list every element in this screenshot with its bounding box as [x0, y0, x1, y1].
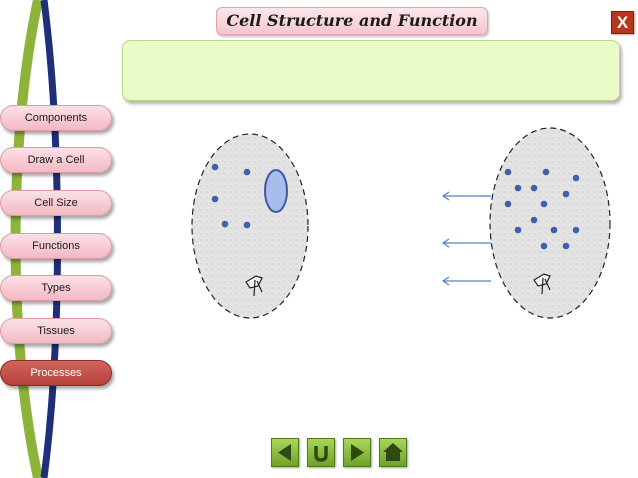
- menu-item-processes[interactable]: Processes: [0, 360, 112, 386]
- granule-dot: [243, 221, 251, 229]
- granule-dot: [221, 220, 229, 228]
- granule-dot: [514, 226, 522, 234]
- menu-item-components[interactable]: Components: [0, 105, 112, 131]
- granule-dot: [243, 168, 251, 176]
- close-button[interactable]: X: [611, 11, 634, 34]
- page-title: Cell Structure and Function: [216, 7, 488, 35]
- granule-dot: [504, 168, 512, 176]
- granule-dot: [572, 174, 580, 182]
- cell-right: [489, 127, 611, 319]
- granule-dot: [540, 242, 548, 250]
- back-arrow-icon: [278, 444, 291, 461]
- granule-dot: [530, 184, 538, 192]
- organelle-shape: [533, 273, 551, 295]
- home-icon: [383, 443, 403, 461]
- diffusion-arrows: [441, 191, 491, 286]
- granule-dot: [514, 184, 522, 192]
- home-button[interactable]: [379, 438, 407, 467]
- granule-dot: [542, 168, 550, 176]
- granule-dot: [562, 242, 570, 250]
- forward-arrow-icon: [351, 444, 364, 461]
- menu-item-functions[interactable]: Functions: [0, 233, 112, 259]
- menu-item-types[interactable]: Types: [0, 275, 112, 301]
- granule-dot: [530, 216, 538, 224]
- granule-dot: [572, 226, 580, 234]
- menu-item-draw-a-cell[interactable]: Draw a Cell: [0, 147, 112, 173]
- replay-icon: [314, 446, 328, 462]
- granule-dot: [504, 200, 512, 208]
- cell-left: [191, 133, 309, 319]
- granule-dot: [562, 190, 570, 198]
- granule-dot: [211, 195, 219, 203]
- granule-dot: [540, 200, 548, 208]
- menu-item-tissues[interactable]: Tissues: [0, 318, 112, 344]
- granule-dot: [211, 163, 219, 171]
- replay-button[interactable]: [307, 438, 335, 467]
- back-button[interactable]: [271, 438, 299, 467]
- granule-dot: [550, 226, 558, 234]
- menu-item-cell-size[interactable]: Cell Size: [0, 190, 112, 216]
- info-box: [122, 40, 620, 101]
- forward-button[interactable]: [343, 438, 371, 467]
- vacuole-shape: [264, 169, 288, 213]
- organelle-shape: [245, 275, 263, 297]
